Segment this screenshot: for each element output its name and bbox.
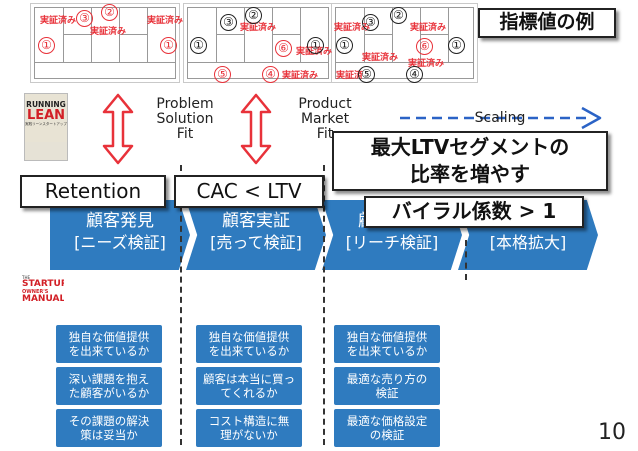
task-box: 独自な価値提供 を出来ているか (56, 325, 162, 363)
step-5-circle: ⑤ (214, 66, 231, 83)
page-title: 指標値の例 (478, 8, 616, 38)
task-box: 最適な価格設定 の検証 (334, 409, 440, 447)
book-line1: THE (22, 275, 30, 280)
retention-callout: Retention (20, 175, 166, 208)
task-box: 深い課題を抱え た顧客がいるか (56, 367, 162, 405)
startup-manual-book: THE STARTUP OWNER'S MANUAL (22, 275, 64, 315)
viral-coefficient-callout: バイラル係数 > 1 (364, 196, 584, 228)
verified-tag: 実証済み (334, 23, 371, 33)
phase-divider (465, 240, 467, 280)
step-3-circle: ③ (76, 10, 93, 27)
task-box: 独自な価値提供 を出来ているか (196, 325, 302, 363)
verified-tag: 実証済み (90, 27, 127, 37)
step-1-circle: ① (160, 37, 177, 54)
step-2-circle: ② (245, 7, 262, 24)
verified-tag: 実証済み (240, 23, 277, 33)
verified-tag: 実証済み (282, 71, 319, 81)
book-line3: OWNER'S (22, 289, 49, 295)
max-ltv-segment-callout: 最大LTVセグメントの 比率を増やす (332, 131, 608, 191)
step-5-circle: ⑤ (358, 66, 375, 83)
book-title-line2: LEAN (26, 108, 66, 123)
task-box: 独自な価値提供 を出来ているか (334, 325, 440, 363)
step-4-circle: ④ (406, 66, 423, 83)
double-arrow-1 (102, 93, 134, 165)
verified-tag: 実証済み (408, 59, 445, 69)
verified-tag: 実証済み (40, 16, 77, 26)
book-line4: MANUAL (22, 294, 64, 304)
step-1-circle: ① (307, 37, 324, 54)
step-1-circle: ① (38, 37, 55, 54)
step-1-circle: ① (448, 37, 465, 54)
step-6-circle: ⑥ (275, 40, 292, 57)
verified-tag: 実証済み (147, 16, 184, 26)
canvas-grid (335, 7, 474, 79)
verified-tag: 実証済み (362, 53, 399, 63)
stage-title: 顧客実証 (222, 211, 290, 231)
book-line2: STARTUP (22, 279, 64, 289)
cac-ltv-callout: CAC < LTV (174, 175, 324, 208)
verified-tag: 実証済み (410, 23, 447, 33)
step-6-circle: ⑥ (416, 38, 433, 55)
task-box: その課題の解決 策は妥当か (56, 409, 162, 447)
verified-tag: 実証済 (336, 71, 364, 81)
task-box: 最適な売り方の 検証 (334, 367, 440, 405)
task-box: コスト構造に無 理がないか (196, 409, 302, 447)
stage-subtitle: [本格拡大] (489, 233, 567, 252)
stage-customer-validation: 顧客実証 [売って検証] (186, 200, 326, 270)
phase-scaling: Scaling (474, 110, 526, 126)
book-subtitle: 実践リーンスタートアップ (25, 122, 67, 126)
stage-customer-discovery: 顧客発見 [ニーズ検証] (50, 200, 190, 270)
task-box: 顧客は本当に買っ てくれるか (196, 367, 302, 405)
step-4-circle: ④ (262, 66, 279, 83)
step-2-circle: ② (390, 7, 407, 24)
step-1-circle: ① (336, 37, 353, 54)
phase-divider (323, 165, 325, 445)
step-3-circle: ③ (220, 14, 237, 31)
phase-product-market-fit: Product Market Fit (298, 96, 352, 142)
phase-problem-solution-fit: Problem Solution Fit (156, 96, 214, 142)
running-lean-book: RUNNING LEAN 実践リーンスタートアップ (24, 93, 68, 161)
stage-subtitle: [売って検証] (210, 233, 302, 252)
book-title-line1: RUNNING (26, 100, 66, 109)
double-arrow-2 (240, 93, 272, 165)
stage-subtitle: [ニーズ検証] (74, 233, 166, 252)
step-3-circle: ③ (362, 14, 379, 31)
step-1-circle: ① (190, 37, 207, 54)
step-2-circle: ② (101, 4, 118, 21)
stage-title: 顧客発見 (86, 211, 154, 231)
stage-subtitle: [リーチ検証] (345, 233, 439, 252)
phase-divider (180, 165, 182, 445)
page-number: 10 (598, 420, 626, 445)
lean-canvas-3 (331, 3, 478, 83)
